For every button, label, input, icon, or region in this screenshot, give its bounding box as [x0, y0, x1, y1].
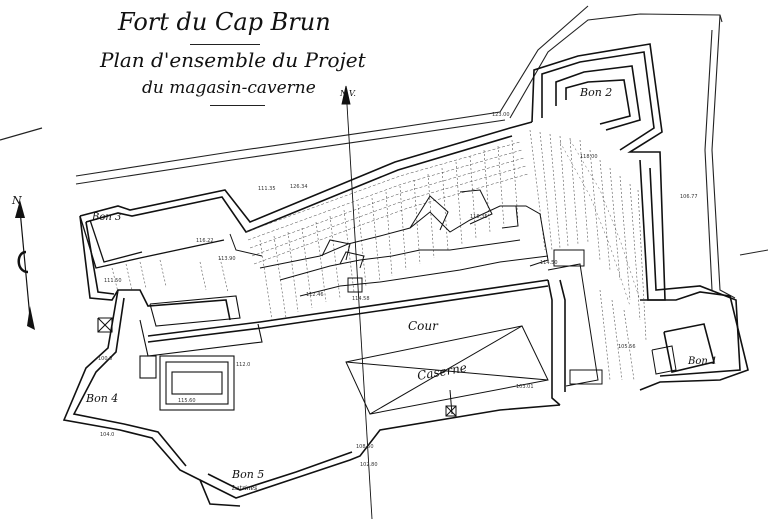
rampart-outline [62, 43, 749, 507]
elevation-label: 112.46 [306, 292, 324, 298]
glacis-lines [75, 5, 736, 299]
elevation-label: 114.58 [352, 296, 370, 302]
bastion-4-label: Bon 4 [85, 392, 118, 405]
title-underline [190, 44, 260, 45]
slope-hatching [111, 129, 647, 381]
elevation-label: 100.0 [98, 356, 112, 362]
bastion-1-label: Bon 1 [687, 356, 717, 367]
bastion-5-label: Bon 5 [231, 468, 264, 481]
scan-edge-line [0, 127, 43, 141]
plan-subtitle-2: du magasin-caverne [142, 78, 316, 98]
caserne-label: Caserne [416, 360, 468, 382]
north-letter: N [11, 194, 22, 207]
elevation-label: 118.00 [580, 154, 598, 160]
left-buildings [97, 295, 263, 411]
elevation-label: 106.77 [680, 194, 698, 200]
north-axis [341, 85, 373, 519]
elevation-label: 104.0 [100, 432, 114, 438]
elevation-label: 102.80 [360, 462, 378, 468]
elevation-label: 123.00 [492, 112, 510, 118]
north-arrow [15, 200, 35, 330]
north-axis-label: N.V. [339, 89, 356, 98]
subtitle-underline [210, 105, 265, 106]
elevation-label: 115.60 [178, 398, 196, 404]
cour-label: Cour [408, 319, 439, 333]
right-flank-contours [559, 139, 641, 307]
elevation-label: 103.01 [516, 384, 534, 390]
elevation-label: 118.35 [470, 214, 488, 220]
elevation-label: 108.50 [356, 444, 374, 450]
elevation-label: 111.35 [258, 186, 276, 192]
plan-subtitle: Plan d'ensemble du Projet [100, 48, 366, 72]
right-buildings [547, 249, 677, 387]
elevation-label: 112.0 [236, 362, 250, 368]
bastion-3-corner [79, 215, 225, 269]
elevation-label: 113.90 [218, 256, 236, 262]
elevation-label: 114.50 [540, 260, 558, 266]
latrines-label: Latrines [231, 485, 257, 492]
elevation-label: 126.34 [290, 184, 308, 190]
elevation-label: 116.22 [196, 238, 214, 244]
plan-title: Fort du Cap Brun [118, 8, 331, 36]
bastion-3-label: Bon 3 [91, 212, 121, 223]
caserne-building [345, 325, 549, 417]
rampart-contours [245, 141, 529, 265]
magazine-caverne-works [229, 189, 549, 297]
scan-edge-line [739, 249, 768, 256]
elevation-label: 111.50 [104, 278, 122, 284]
bastion-2-label: Bon 2 [579, 86, 612, 99]
elevation-label: 105.56 [618, 344, 636, 350]
